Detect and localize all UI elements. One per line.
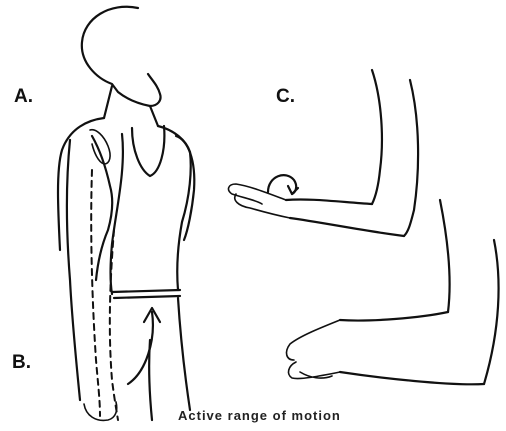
dashed-arm-outline	[91, 170, 118, 420]
neck-outline	[104, 86, 158, 126]
tank-top-outline	[132, 126, 164, 176]
palm-up-hand	[229, 184, 290, 218]
figure-caption: Active range of motion	[178, 408, 418, 426]
palm-down-hand	[287, 320, 340, 379]
upper-arm-top-back	[404, 80, 418, 236]
left-shoulder-outline	[58, 118, 104, 250]
forearm-palm-up	[286, 199, 404, 236]
panel-label-c: C.	[276, 86, 295, 108]
panel-label-a: A.	[14, 86, 33, 108]
forearm-palm-down	[340, 312, 484, 384]
upper-arm-bottom-outline	[440, 200, 499, 384]
torso-figure	[58, 7, 194, 421]
raised-arm-outline	[67, 136, 112, 400]
right-arm-outline	[176, 136, 194, 240]
pants-outline	[149, 298, 190, 420]
rotation-arrow	[268, 175, 296, 194]
waistband	[112, 290, 180, 298]
hand-at-shoulder	[90, 130, 110, 164]
head-outline	[82, 7, 161, 106]
forearm-figure	[229, 70, 499, 384]
upper-arm-top-outline	[372, 70, 382, 204]
panel-label-b: B.	[12, 352, 31, 374]
